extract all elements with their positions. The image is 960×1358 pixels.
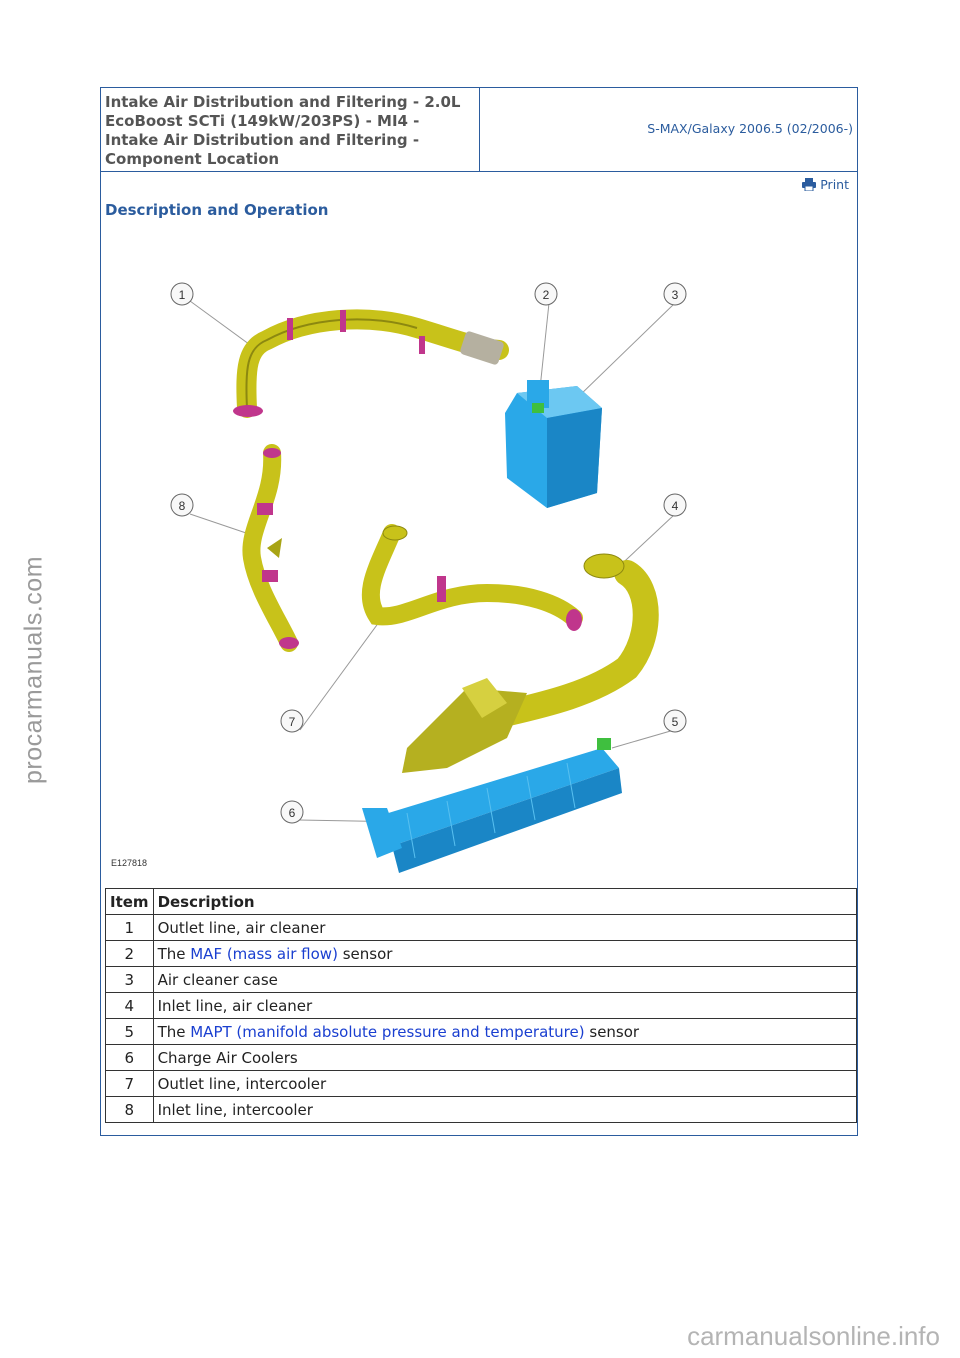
description-text: The	[157, 944, 191, 963]
bottom-watermark: carmanualsonline.info	[687, 1321, 940, 1351]
description-text: Air cleaner case	[157, 970, 278, 989]
item-description: Air cleaner case	[152, 966, 858, 993]
table-row: 2 The MAF (mass air flow) sensor	[105, 940, 858, 967]
callout-4: 4	[663, 493, 687, 517]
svg-text:1: 1	[179, 288, 186, 302]
table-header-row: Item Description	[105, 888, 858, 915]
description-text-suffix: sensor	[584, 1022, 640, 1041]
item-number: 2	[105, 940, 154, 967]
component-diagram: 1 2 3 4 5 6 7 8 E127818	[111, 282, 687, 873]
item-description: The MAF (mass air flow) sensor	[152, 940, 858, 967]
item-number: 8	[105, 1096, 154, 1123]
description-text: Charge Air Coolers	[157, 1048, 298, 1067]
page-title: Intake Air Distribution and Filtering - …	[105, 93, 461, 168]
item-number: 1	[105, 914, 154, 941]
callout-3: 3	[663, 282, 687, 306]
description-text: Inlet line, intercooler	[157, 1100, 313, 1119]
svg-text:2: 2	[543, 288, 550, 302]
mapt-sensor-link[interactable]: MAPT (manifold absolute pressure and tem…	[190, 1022, 585, 1041]
header-divider	[479, 88, 480, 171]
table-row: 1 Outlet line, air cleaner	[105, 914, 858, 941]
callout-5: 5	[663, 709, 687, 733]
side-watermark-text: procarmanuals.com	[19, 555, 48, 785]
item-description: Inlet line, intercooler	[152, 1096, 858, 1123]
column-header-description: Description	[152, 888, 858, 915]
svg-text:6: 6	[289, 806, 296, 820]
item-description: Outlet line, air cleaner	[152, 914, 858, 941]
table-row: 7 Outlet line, intercooler	[105, 1070, 858, 1097]
svg-text:3: 3	[672, 288, 679, 302]
description-text: The	[157, 1022, 191, 1041]
table-row: 4 Inlet line, air cleaner	[105, 992, 858, 1019]
table-row: 6 Charge Air Coolers	[105, 1044, 858, 1071]
document-header: Intake Air Distribution and Filtering - …	[101, 88, 857, 172]
callout-6: 6	[280, 800, 304, 824]
item-description: The MAPT (manifold absolute pressure and…	[152, 1018, 858, 1045]
charge-air-cooler	[362, 738, 622, 873]
item-number: 5	[105, 1018, 154, 1045]
column-header-item: Item	[105, 888, 154, 915]
callout-1: 1	[170, 282, 194, 306]
air-cleaner-case	[505, 380, 602, 508]
item-number: 4	[105, 992, 154, 1019]
printer-icon	[802, 178, 817, 191]
side-watermark: procarmanuals.com	[14, 556, 54, 784]
description-text: Outlet line, air cleaner	[157, 918, 326, 937]
svg-text:4: 4	[672, 499, 679, 513]
section-heading: Description and Operation	[105, 201, 329, 219]
item-table: Item Description 1 Outlet line, air clea…	[105, 888, 858, 1123]
figure-id: E127818	[111, 858, 147, 868]
vehicle-model: S-MAX/Galaxy 2006.5 (02/2006-)	[647, 121, 853, 136]
intercooler-inlet-line	[242, 444, 299, 652]
callout-2: 2	[534, 282, 558, 306]
item-number: 7	[105, 1070, 154, 1097]
description-text: Inlet line, air cleaner	[157, 996, 313, 1015]
svg-text:7: 7	[289, 715, 296, 729]
table-row: 3 Air cleaner case	[105, 966, 858, 993]
callout-8: 8	[170, 493, 194, 517]
description-text: Outlet line, intercooler	[157, 1074, 327, 1093]
svg-text:5: 5	[672, 715, 679, 729]
table-row: 5 The MAPT (manifold absolute pressure a…	[105, 1018, 858, 1045]
item-description: Charge Air Coolers	[152, 1044, 858, 1071]
item-number: 6	[105, 1044, 154, 1071]
item-number: 3	[105, 966, 154, 993]
intercooler-outlet-line	[361, 524, 583, 631]
air-cleaner-outlet-line	[233, 309, 509, 418]
document-frame: Intake Air Distribution and Filtering - …	[100, 87, 858, 1136]
svg-text:8: 8	[179, 499, 186, 513]
print-label: Print	[820, 177, 849, 192]
item-description: Outlet line, intercooler	[152, 1070, 858, 1097]
description-text-suffix: sensor	[337, 944, 393, 963]
air-cleaner-inlet-line	[402, 553, 659, 773]
print-button[interactable]: Print	[802, 177, 849, 192]
callout-7: 7	[280, 709, 304, 733]
item-description: Inlet line, air cleaner	[152, 992, 858, 1019]
table-row: 8 Inlet line, intercooler	[105, 1096, 858, 1123]
maf-sensor-link[interactable]: MAF (mass air flow)	[190, 944, 338, 963]
